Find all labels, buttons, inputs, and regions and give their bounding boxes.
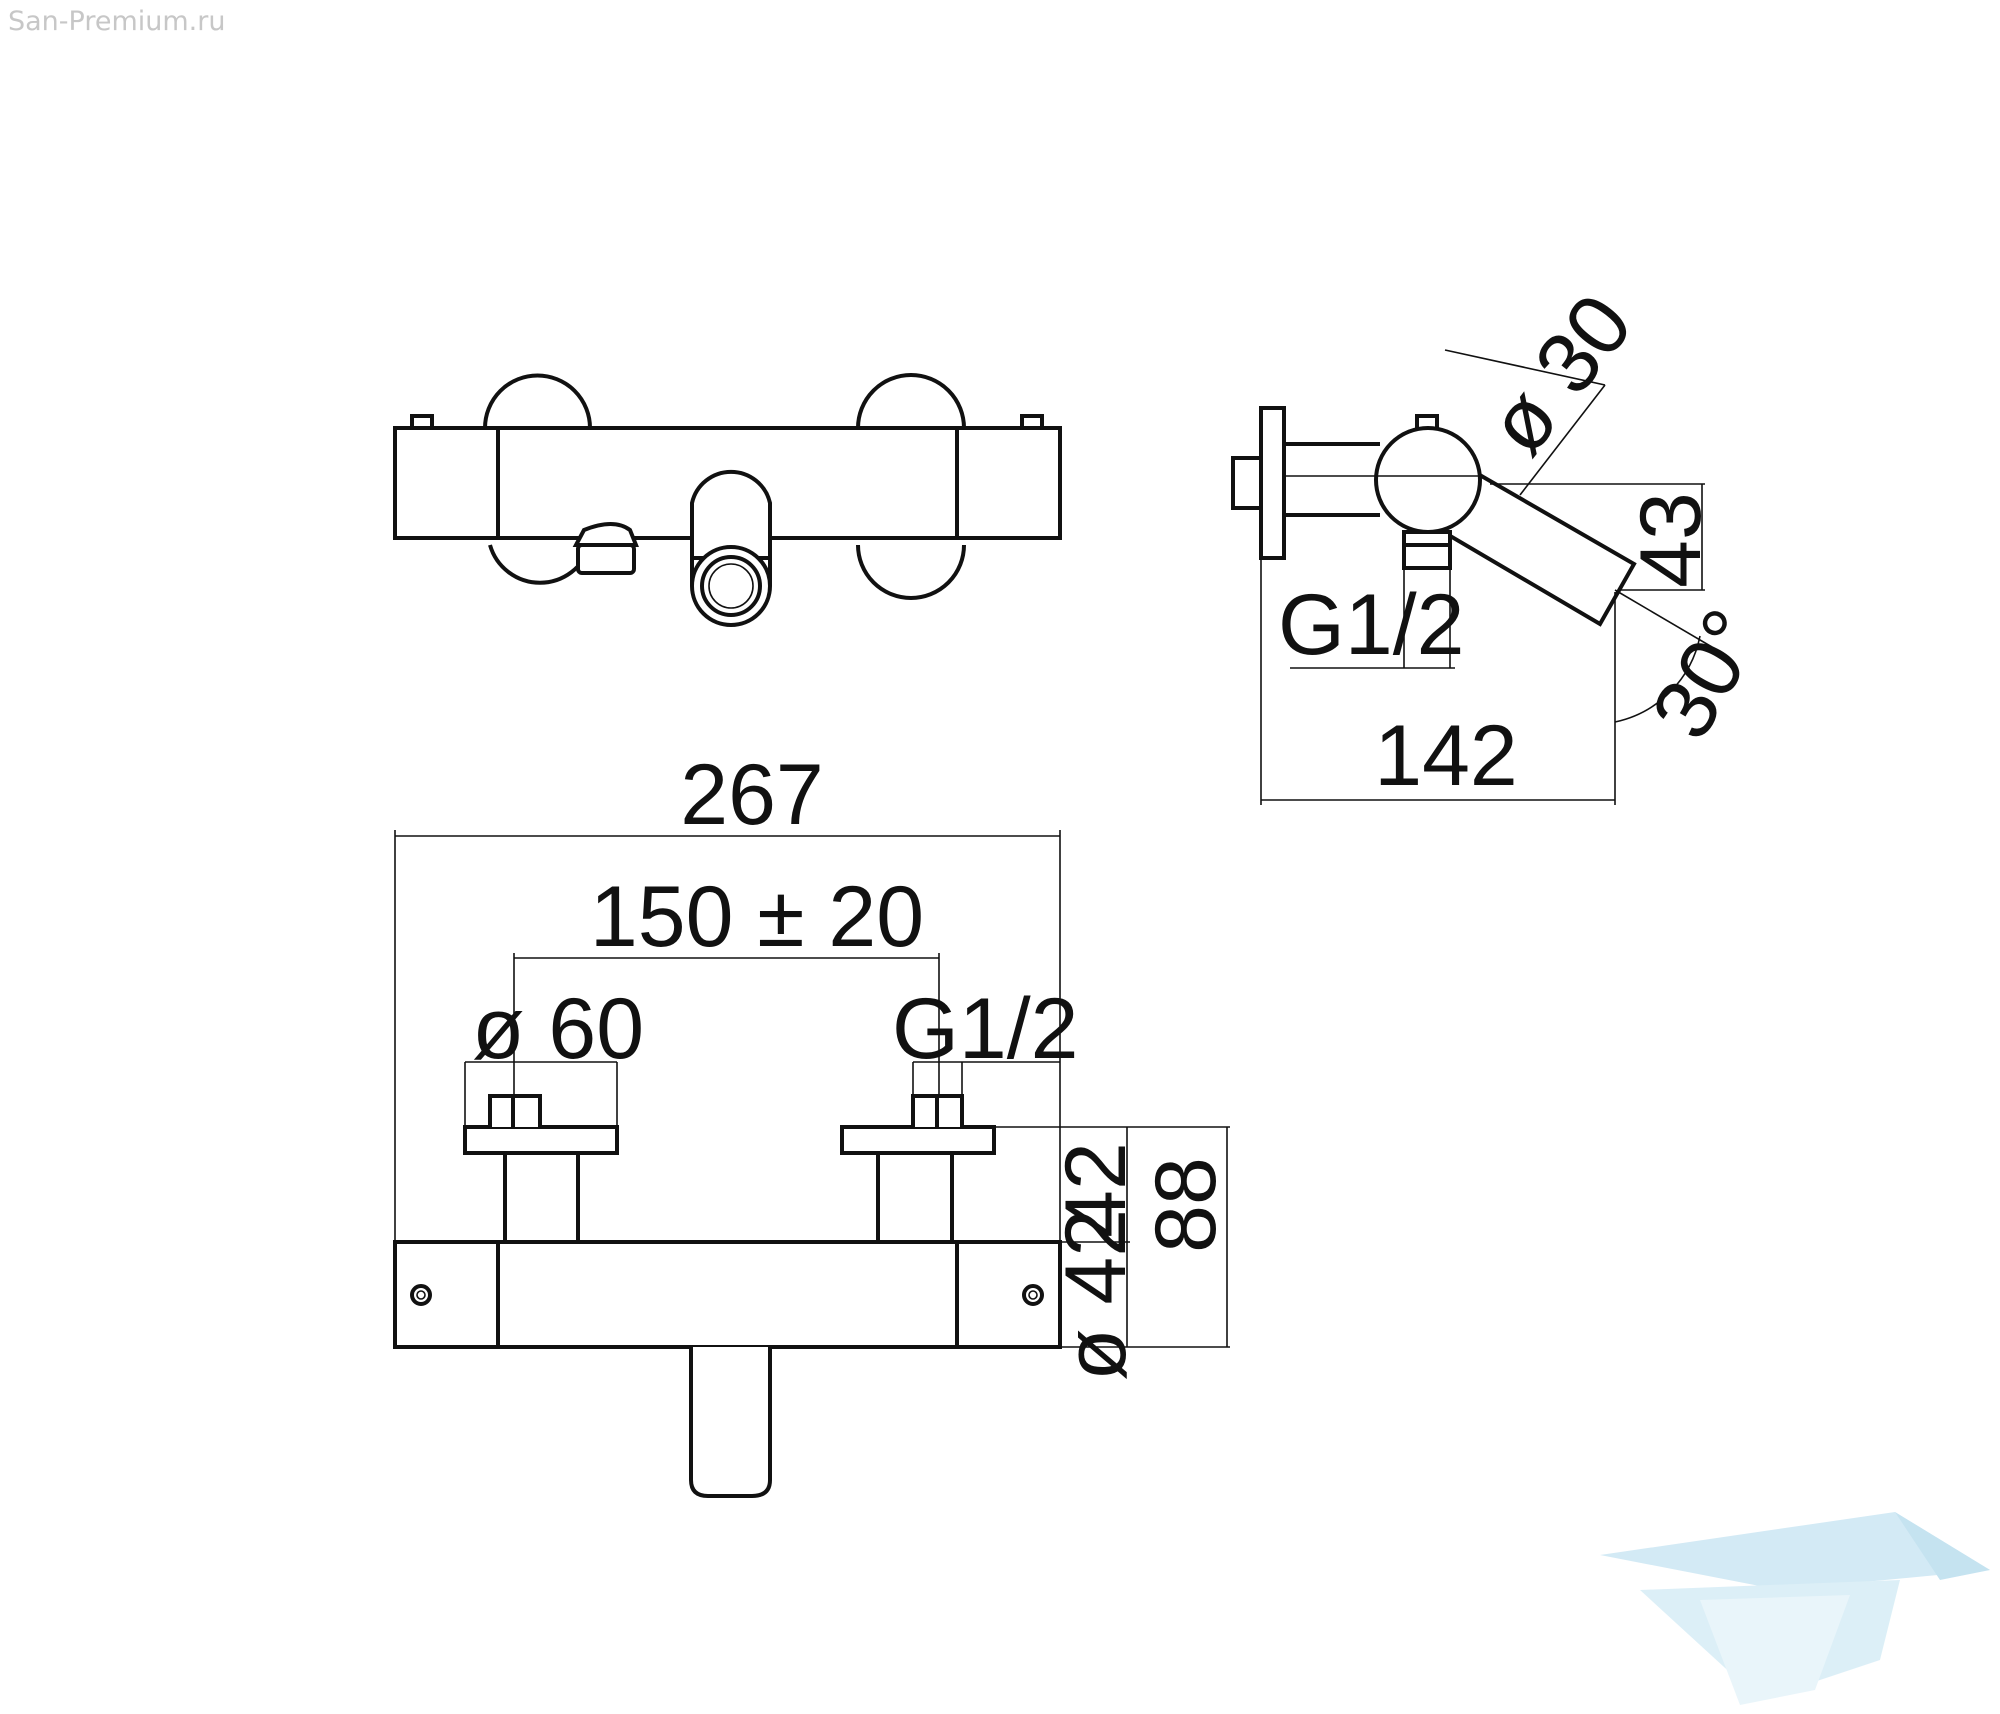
dim-side-depth: 142 bbox=[1374, 708, 1518, 804]
dim-spout-angle: 30° bbox=[1633, 594, 1781, 755]
dim-body-diameter: ø 42 bbox=[1048, 1209, 1144, 1381]
dim-projection: 42 bbox=[1048, 1142, 1144, 1238]
dim-spout-height: 43 bbox=[1623, 492, 1719, 588]
dim-spacing: 150 ± 20 bbox=[590, 869, 924, 965]
bathtub-logo bbox=[1600, 1512, 1990, 1705]
top-view bbox=[393, 373, 1062, 627]
side-view bbox=[1231, 406, 1637, 627]
dim-inlet-thread-side: G1/2 bbox=[1278, 577, 1464, 673]
dim-overall-width: 267 bbox=[680, 747, 824, 843]
watermark-text: San-Premium.ru bbox=[8, 6, 226, 37]
dim-overall-height: 88 bbox=[1138, 1157, 1234, 1253]
front-view bbox=[393, 1094, 1062, 1498]
side-dimensions bbox=[1260, 349, 1713, 805]
dim-flange-diameter: ø 60 bbox=[472, 981, 644, 1077]
front-dimensions bbox=[394, 830, 1230, 1348]
dim-knob-diameter: ø 30 bbox=[1469, 277, 1651, 472]
dim-inlet-thread-front: G1/2 bbox=[892, 981, 1078, 1077]
